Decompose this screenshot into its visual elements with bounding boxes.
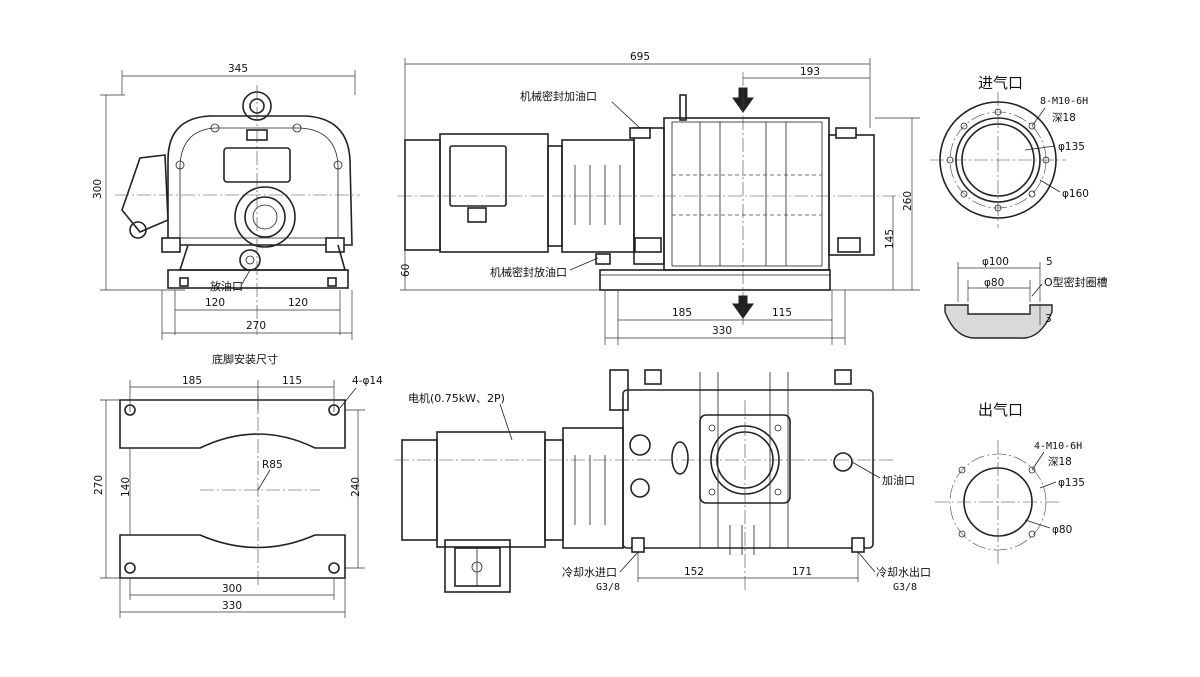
dim-side-185: 185 bbox=[672, 307, 692, 319]
label-outlet-d135: φ135 bbox=[1058, 477, 1085, 489]
dim-groove-d80: φ80 bbox=[984, 277, 1004, 289]
label-base-title: 底脚安装尺寸 bbox=[212, 352, 278, 366]
dim-300: 300 bbox=[92, 179, 104, 199]
front-view: 345 300 bbox=[92, 63, 360, 340]
label-outlet-bolts: 4-M10-6H bbox=[1034, 441, 1082, 452]
dim-base-300: 300 bbox=[222, 583, 242, 595]
label-inlet-bolts: 8-M10-6H bbox=[1040, 96, 1088, 107]
label-cooling-outlet-thread: G3/8 bbox=[893, 582, 917, 593]
label-cooling-outlet: 冷却水出口 bbox=[876, 565, 931, 579]
dim-base-240: 240 bbox=[350, 477, 362, 497]
title-inlet: 进气口 bbox=[978, 74, 1023, 92]
dim-top-152: 152 bbox=[684, 566, 704, 578]
dim-base-185: 185 bbox=[182, 375, 202, 387]
dim-side-330: 330 bbox=[712, 325, 732, 337]
dim-side-115: 115 bbox=[772, 307, 792, 319]
label-drain-port: 放油口 bbox=[210, 279, 243, 293]
title-outlet: 出气口 bbox=[978, 401, 1023, 419]
base-mounting-view: 底脚安装尺寸 185 115 4-φ14 R85 270 140 240 bbox=[93, 352, 383, 618]
label-4-holes: 4-φ14 bbox=[352, 375, 383, 387]
dim-695: 695 bbox=[630, 51, 650, 63]
label-oil-fill: 加油口 bbox=[882, 473, 915, 487]
dim-120-left: 120 bbox=[205, 297, 225, 309]
dim-base-270: 270 bbox=[93, 475, 105, 495]
dim-top-171: 171 bbox=[792, 566, 812, 578]
label-inlet-depth: 深18 bbox=[1052, 112, 1076, 124]
label-inlet-d160: φ160 bbox=[1062, 188, 1089, 200]
dim-270-front: 270 bbox=[246, 320, 266, 332]
top-view: 电机(0.75kW、2P) 加油口 冷却水进口 G3/8 冷却水出口 G3/8 … bbox=[395, 369, 931, 593]
dim-193: 193 bbox=[800, 66, 820, 78]
dim-groove-3: 3 bbox=[1045, 313, 1052, 325]
label-motor: 电机(0.75kW、2P) bbox=[408, 391, 505, 405]
dim-345: 345 bbox=[228, 63, 248, 75]
dim-base-140: 140 bbox=[120, 477, 132, 497]
side-view: 695 193 bbox=[398, 51, 920, 345]
dim-base-115: 115 bbox=[282, 375, 302, 387]
label-outlet-depth: 深18 bbox=[1048, 456, 1072, 468]
label-cooling-inlet-thread: G3/8 bbox=[596, 582, 620, 593]
dim-groove-5: 5 bbox=[1046, 256, 1053, 268]
outlet-detail: 出气口 4-M10-6H 深18 φ135 φ80 bbox=[935, 401, 1085, 565]
dim-60: 60 bbox=[400, 264, 412, 277]
dim-145: 145 bbox=[884, 229, 896, 249]
label-cooling-inlet: 冷却水进口 bbox=[562, 566, 617, 579]
dim-r85: R85 bbox=[262, 459, 283, 471]
label-mech-seal-drain: 机械密封放油口 bbox=[490, 265, 567, 279]
label-outlet-d80: φ80 bbox=[1052, 524, 1072, 536]
dim-260: 260 bbox=[902, 191, 914, 211]
label-o-ring: O型密封圈槽 bbox=[1044, 275, 1108, 289]
dim-groove-d100: φ100 bbox=[982, 256, 1009, 268]
inlet-detail: 进气口 8-M10-6H 深18 φ135 φ160 φ100 5 φ80 O型… bbox=[930, 74, 1108, 339]
dim-120-right: 120 bbox=[288, 297, 308, 309]
label-inlet-d135: φ135 bbox=[1058, 141, 1085, 153]
dim-base-330: 330 bbox=[222, 600, 242, 612]
label-mech-seal-fill: 机械密封加油口 bbox=[520, 89, 597, 103]
